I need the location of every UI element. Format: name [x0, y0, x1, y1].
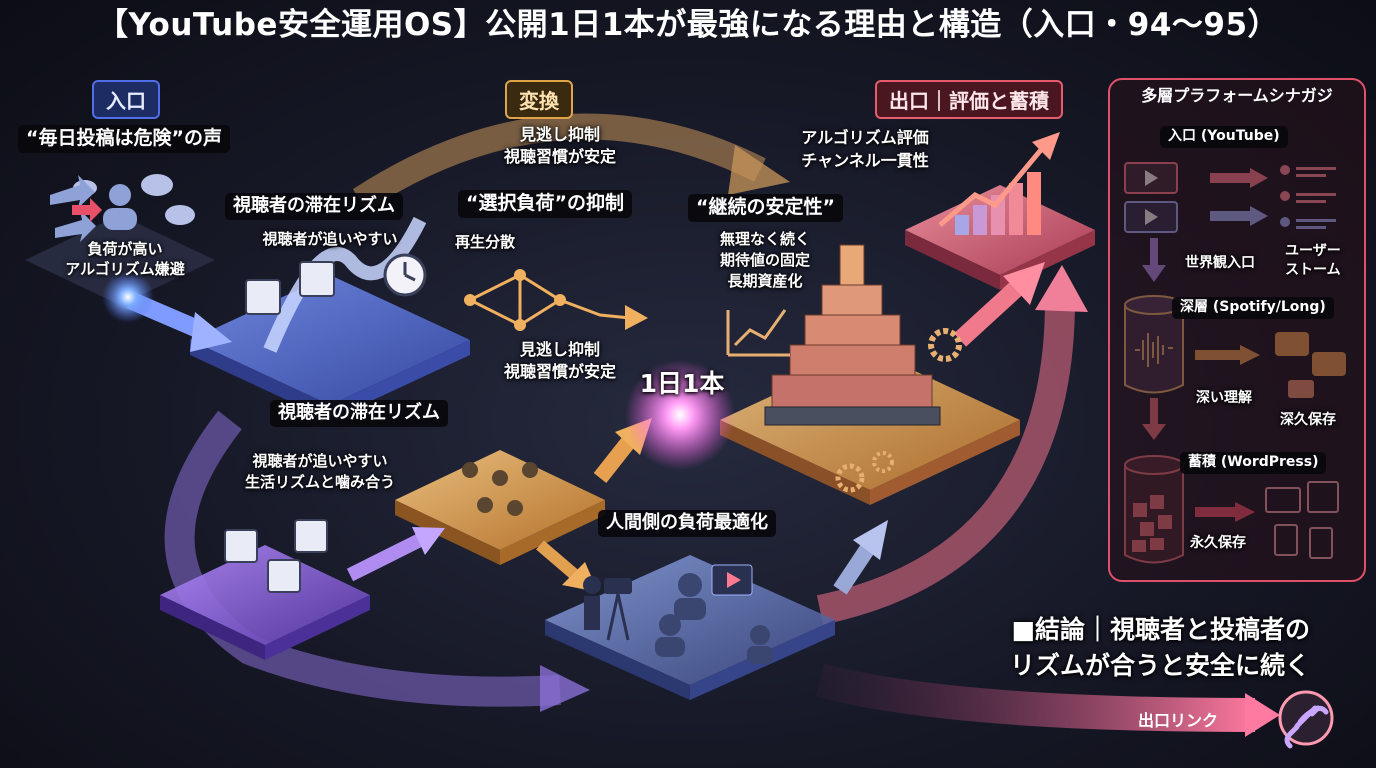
creators-icon — [655, 573, 773, 664]
exit-link-label[interactable]: 出口リンク — [1138, 711, 1219, 730]
platform-center-orange-side — [395, 500, 500, 565]
clock-hands — [403, 262, 416, 282]
entry-line-2: アルゴリズム嫌避 — [65, 260, 185, 278]
arc-left-arrowhead — [540, 665, 590, 712]
gear-icon-small-2 — [872, 451, 894, 473]
arrow-continuity-to-eval — [953, 278, 1027, 347]
conclusion: ■結論｜視聴者と投稿者の リズムが合うと安全に続く — [1010, 612, 1310, 685]
panel-deep-save-label: 深久保存 — [1280, 412, 1336, 428]
human-optimization-title: 人間側の負荷最適化 — [598, 510, 776, 537]
audience-cluster-icon — [462, 462, 538, 516]
panel-deep-label: 深層 (Spotify/Long) — [1172, 297, 1334, 319]
choice-title: “選択負荷”の抑制 — [458, 190, 632, 218]
rhythm-mid-line-1: 視聴者が追いやすい — [252, 452, 388, 470]
choice-label: 再生分散 — [455, 233, 516, 251]
block-tower — [764, 244, 941, 426]
page-title: 【YouTube安全運用OS】公開1日1本が最強になる理由と構造（入口・94〜9… — [96, 7, 1280, 43]
evaluation-line-1: アルゴリズム評価 — [801, 128, 929, 147]
section-exit-tag: 出口｜評価と蓄積 — [875, 80, 1063, 119]
center-glow — [625, 360, 735, 470]
entry-glow — [102, 271, 154, 323]
panel-store-label: 蓄積 (WordPress) — [1180, 452, 1327, 474]
transform-top-line-1: 見逃し抑制 — [519, 125, 600, 144]
panel-deep-understand-label: 深い理解 — [1196, 390, 1252, 406]
choice-network — [469, 273, 631, 327]
center-label: 1日1本 — [639, 369, 725, 398]
platform-human-side — [545, 620, 690, 700]
multilayer-platform-panel — [1108, 78, 1366, 582]
arrow-continuity-to-eval-head — [1003, 262, 1045, 305]
transform-bottom-line-2: 視聴習慣が安定 — [503, 362, 616, 381]
panel-worldview-label: 世界観入口 — [1185, 255, 1255, 271]
panel-title: 多層プラフォームシナガジ — [1141, 86, 1333, 105]
evaluation-line-2: チャンネル一貫性 — [801, 151, 929, 170]
section-transform-tag: 変換 — [505, 80, 573, 119]
user-group-icon — [103, 184, 137, 230]
arrow-purple-to-center — [346, 533, 424, 582]
rhythm-mid-title: 視聴者の滞在リズム — [270, 400, 448, 427]
choice-network-arrowhead — [625, 305, 648, 330]
video-screen-icon — [711, 564, 753, 596]
arc-top-arrowhead — [728, 145, 790, 195]
continuity-line-2: 期待値の固定 — [719, 251, 810, 269]
panel-permanent-label: 永久保存 — [1190, 535, 1246, 551]
arc-top-arrow — [352, 113, 766, 211]
platform-purple-side — [160, 595, 265, 660]
arrow-purple-to-center-head — [412, 527, 445, 555]
camera-operator-icon — [583, 576, 632, 641]
panel-user-stream-label-2: ストーム — [1285, 262, 1341, 278]
panel-user-stream-label: ユーザー — [1285, 243, 1341, 259]
arc-right-arrowhead — [1035, 265, 1088, 312]
transform-bottom-line-1: 見逃し抑制 — [519, 340, 600, 359]
calendar-icons — [224, 261, 335, 593]
rhythm-top-title: 視聴者の滞在リズム — [225, 193, 403, 220]
arrow-human-to-continuity — [833, 540, 877, 595]
link-icon[interactable] — [1284, 705, 1329, 749]
rising-bar-chart-icon — [938, 132, 1060, 235]
exit-band — [815, 663, 1256, 732]
rhythm-mid-line-2: 生活リズムと噛み合う — [244, 473, 395, 491]
platform-continuity-side2 — [870, 420, 1020, 505]
gear-icon — [928, 328, 962, 362]
panel-entry-label: 入口 (YouTube) — [1160, 126, 1288, 148]
platform-purple-side2 — [265, 595, 370, 660]
entry-quote: “毎日投稿は危険”の声 — [18, 125, 230, 153]
arrow-center-to-human — [536, 540, 579, 580]
entry-red-arrow-icon — [72, 198, 102, 222]
entry-arrows-icons — [50, 175, 96, 242]
exit-arrowhead — [1245, 693, 1280, 737]
platform-center-orange-side2 — [500, 500, 605, 565]
entry-line-1: 負荷が高い — [87, 240, 163, 258]
platform-entry-dark — [25, 215, 215, 305]
platform-continuity-side — [720, 420, 870, 505]
arrow-entry-to-rhythm-head — [190, 312, 232, 352]
rhythm-top-sub: 視聴者が追いやすい — [262, 230, 398, 248]
growth-mini-chart-icon — [726, 309, 790, 357]
platform-eval-side — [905, 230, 1000, 290]
arc-right-rise — [816, 299, 1075, 625]
choice-network-nodes — [464, 269, 566, 331]
continuity-line-3: 長期資産化 — [727, 272, 803, 290]
gear-icon-small — [835, 463, 865, 493]
transform-top-line-2: 視聴習慣が安定 — [503, 147, 616, 166]
continuity-line-1: 無理なく続く — [719, 230, 810, 248]
arrow-human-to-continuity-head — [853, 520, 888, 560]
conclusion-line-1: ■結論｜視聴者と投稿者の — [1011, 615, 1311, 644]
arrow-center-to-glow — [593, 435, 637, 483]
continuity-title: “継続の安定性” — [688, 194, 843, 222]
section-entry-tag: 入口 — [92, 80, 160, 119]
conclusion-line-2: リズムが合うと安全に続く — [1010, 651, 1311, 681]
